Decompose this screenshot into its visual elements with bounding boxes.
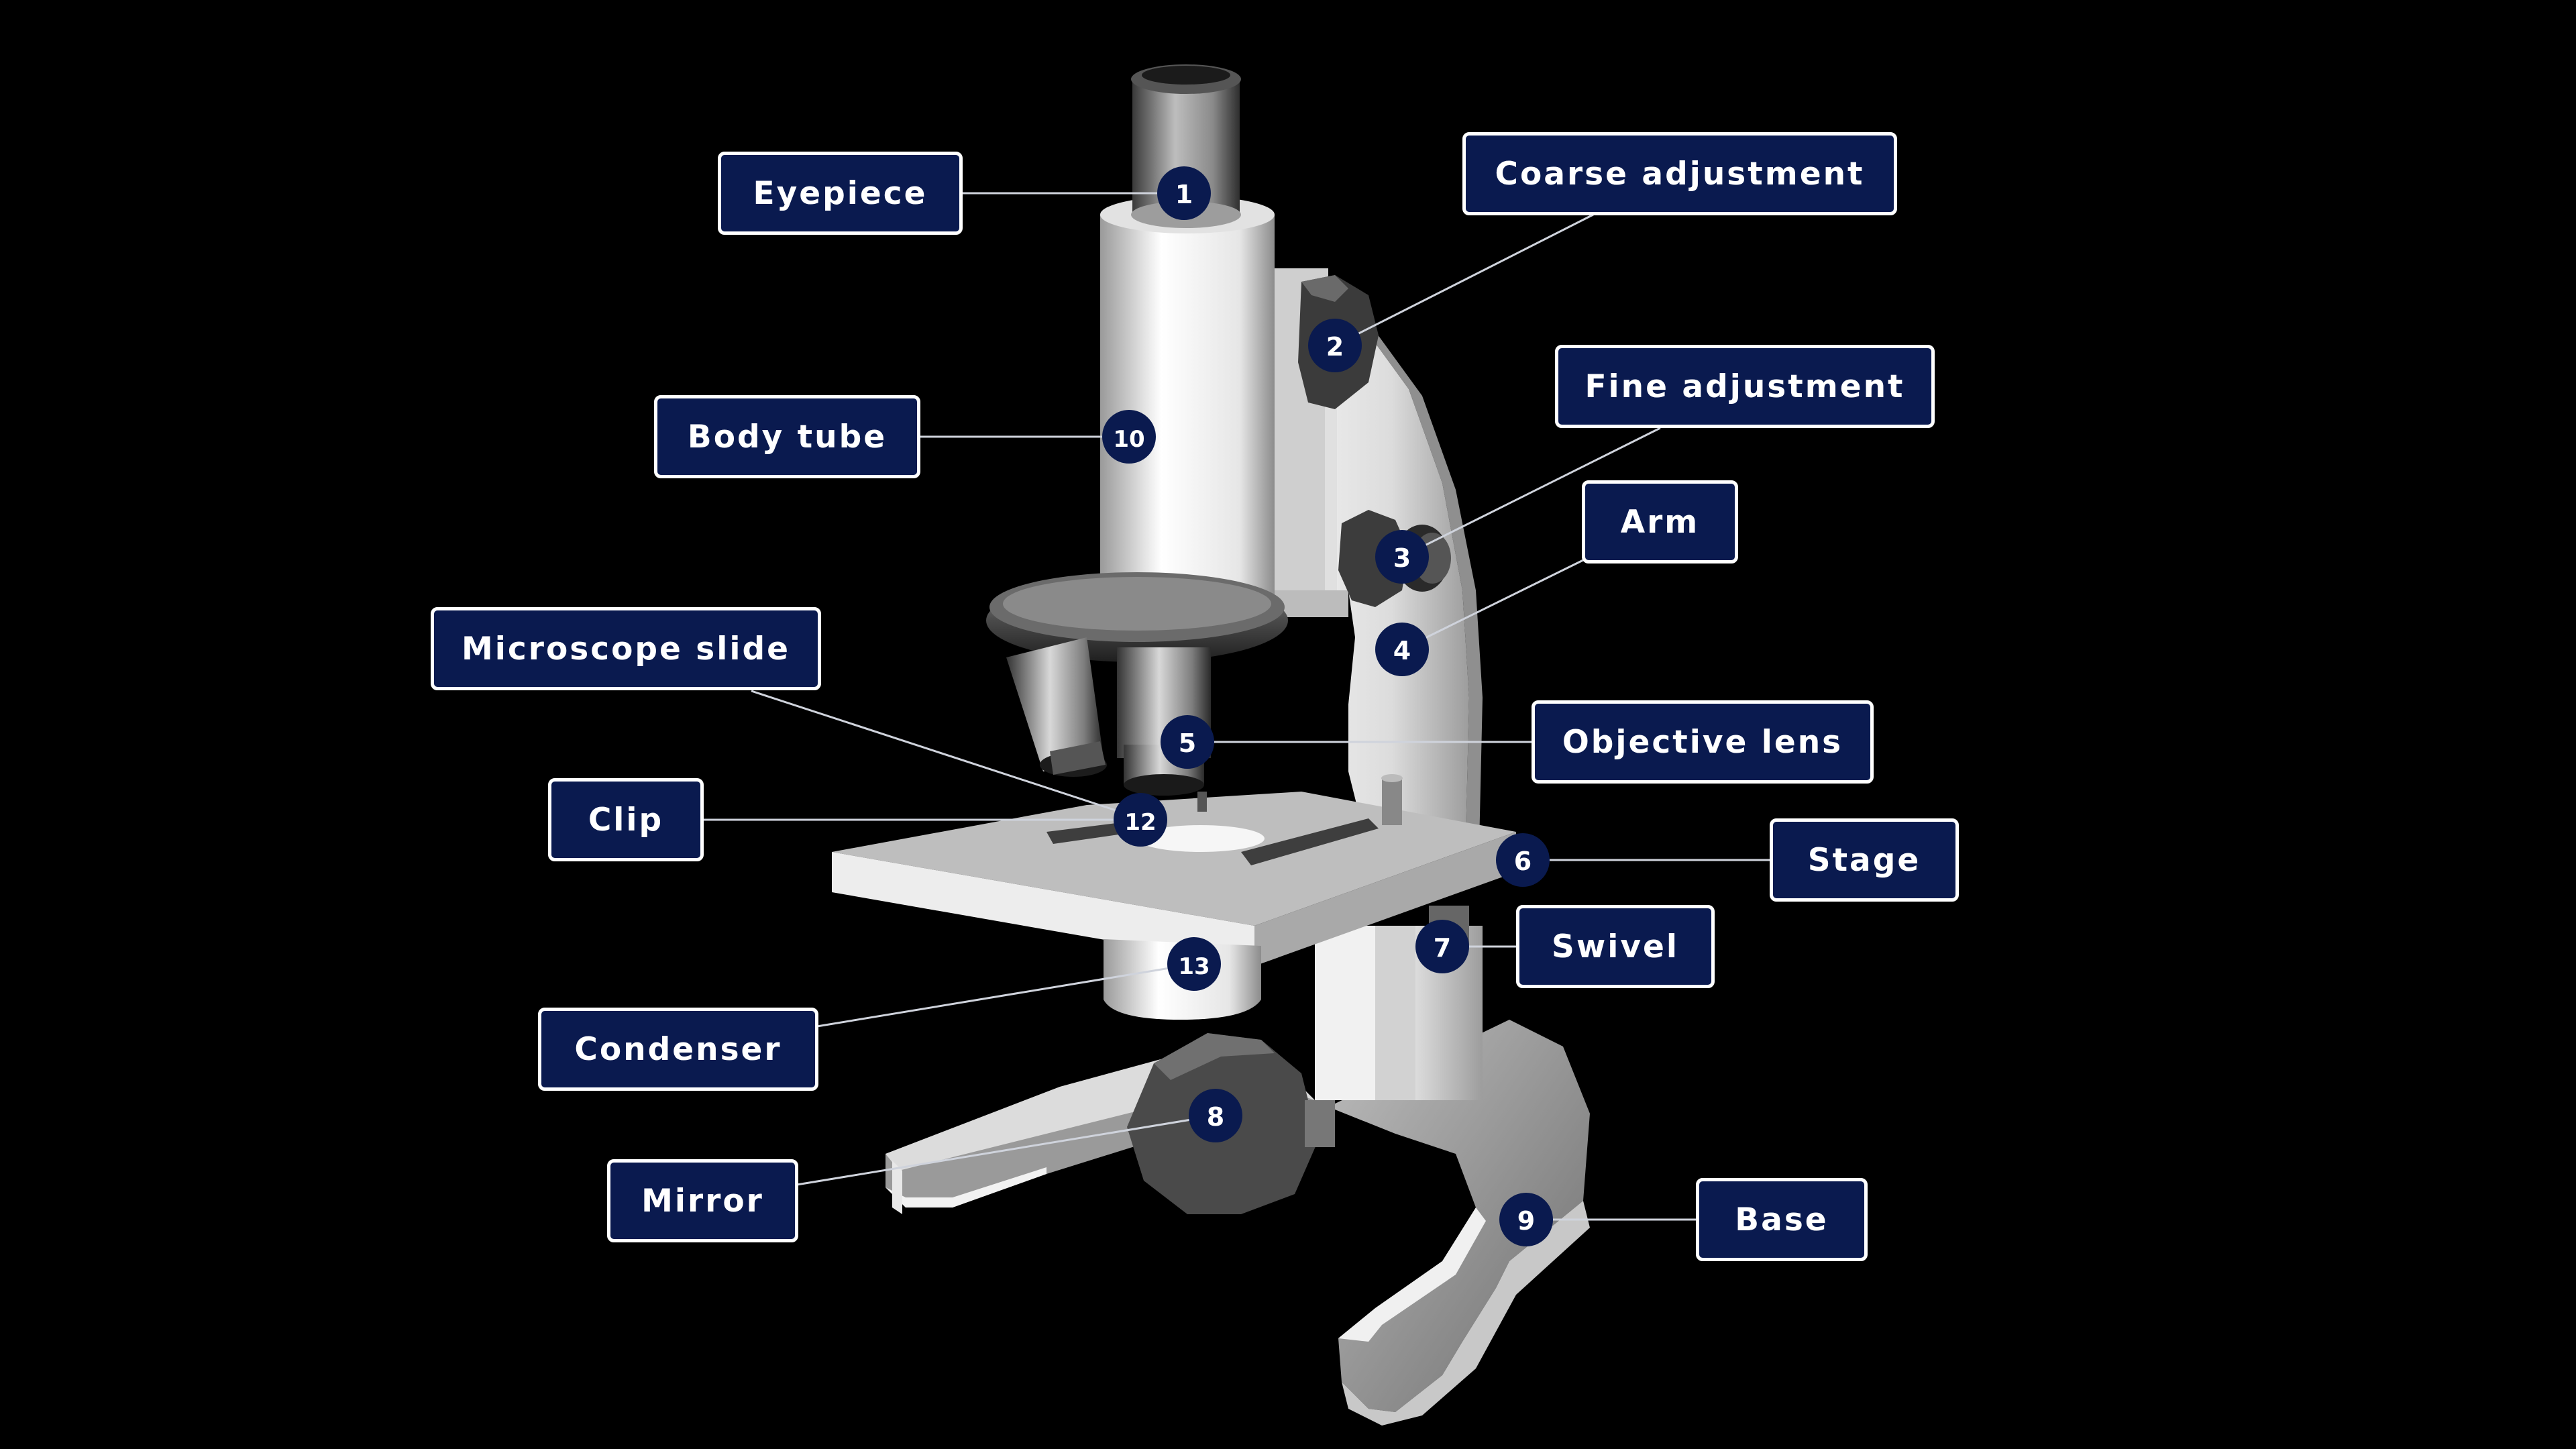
- svg-text:8: 8: [1207, 1102, 1224, 1132]
- pillar-shape: [1315, 926, 1483, 1100]
- marker-2: 2: [1308, 319, 1362, 372]
- label-clip: Clip: [548, 778, 704, 861]
- marker-1: 1: [1157, 166, 1211, 220]
- leader-line-condenser: [816, 963, 1195, 1028]
- leader-line-coarse: [1334, 213, 1594, 347]
- label-condenser: Condenser: [538, 1008, 818, 1091]
- svg-text:4: 4: [1393, 636, 1411, 665]
- nosepiece-shape: [986, 572, 1288, 662]
- leader-line-fine: [1401, 427, 1661, 558]
- objective-lens-left-shape: [1006, 637, 1107, 777]
- svg-text:5: 5: [1179, 729, 1196, 758]
- marker-6: 6: [1496, 833, 1550, 887]
- label-objective-lens: Objective lens: [1532, 700, 1874, 784]
- leader-line-slide: [751, 690, 1141, 820]
- label-eyepiece: Eyepiece: [718, 152, 963, 235]
- marker-9: 9: [1499, 1193, 1553, 1246]
- marker-10: 10: [1102, 410, 1156, 464]
- marker-8: 8: [1189, 1089, 1242, 1142]
- svg-text:1: 1: [1175, 180, 1193, 209]
- svg-text:7: 7: [1434, 933, 1451, 963]
- label-arm: Arm: [1582, 480, 1738, 564]
- marker-13: 13: [1167, 937, 1221, 991]
- label-mirror: Mirror: [607, 1159, 798, 1242]
- label-stage: Stage: [1770, 818, 1959, 902]
- leader-lines: [701, 192, 1771, 1221]
- marker-12: 12: [1114, 793, 1167, 847]
- label-coarse-adjustment: Coarse adjustment: [1462, 132, 1897, 215]
- label-microscope-slide: Microscope slide: [431, 607, 821, 690]
- label-base: Base: [1696, 1178, 1868, 1261]
- marker-4: 4: [1375, 623, 1429, 676]
- label-swivel: Swivel: [1516, 905, 1715, 988]
- leader-line-mirror: [796, 1114, 1216, 1186]
- svg-text:6: 6: [1514, 847, 1532, 876]
- svg-text:10: 10: [1113, 426, 1144, 453]
- svg-text:12: 12: [1124, 809, 1156, 836]
- svg-text:3: 3: [1393, 543, 1411, 573]
- svg-text:2: 2: [1326, 332, 1344, 362]
- svg-text:13: 13: [1178, 953, 1210, 980]
- marker-3: 3: [1375, 530, 1429, 584]
- label-fine-adjustment: Fine adjustment: [1555, 345, 1935, 428]
- stage-shape: [832, 774, 1516, 966]
- marker-5: 5: [1161, 715, 1214, 769]
- label-body-tube: Body tube: [654, 395, 920, 478]
- marker-7: 7: [1415, 920, 1469, 973]
- leader-line-arm: [1401, 559, 1584, 651]
- svg-text:9: 9: [1517, 1206, 1535, 1236]
